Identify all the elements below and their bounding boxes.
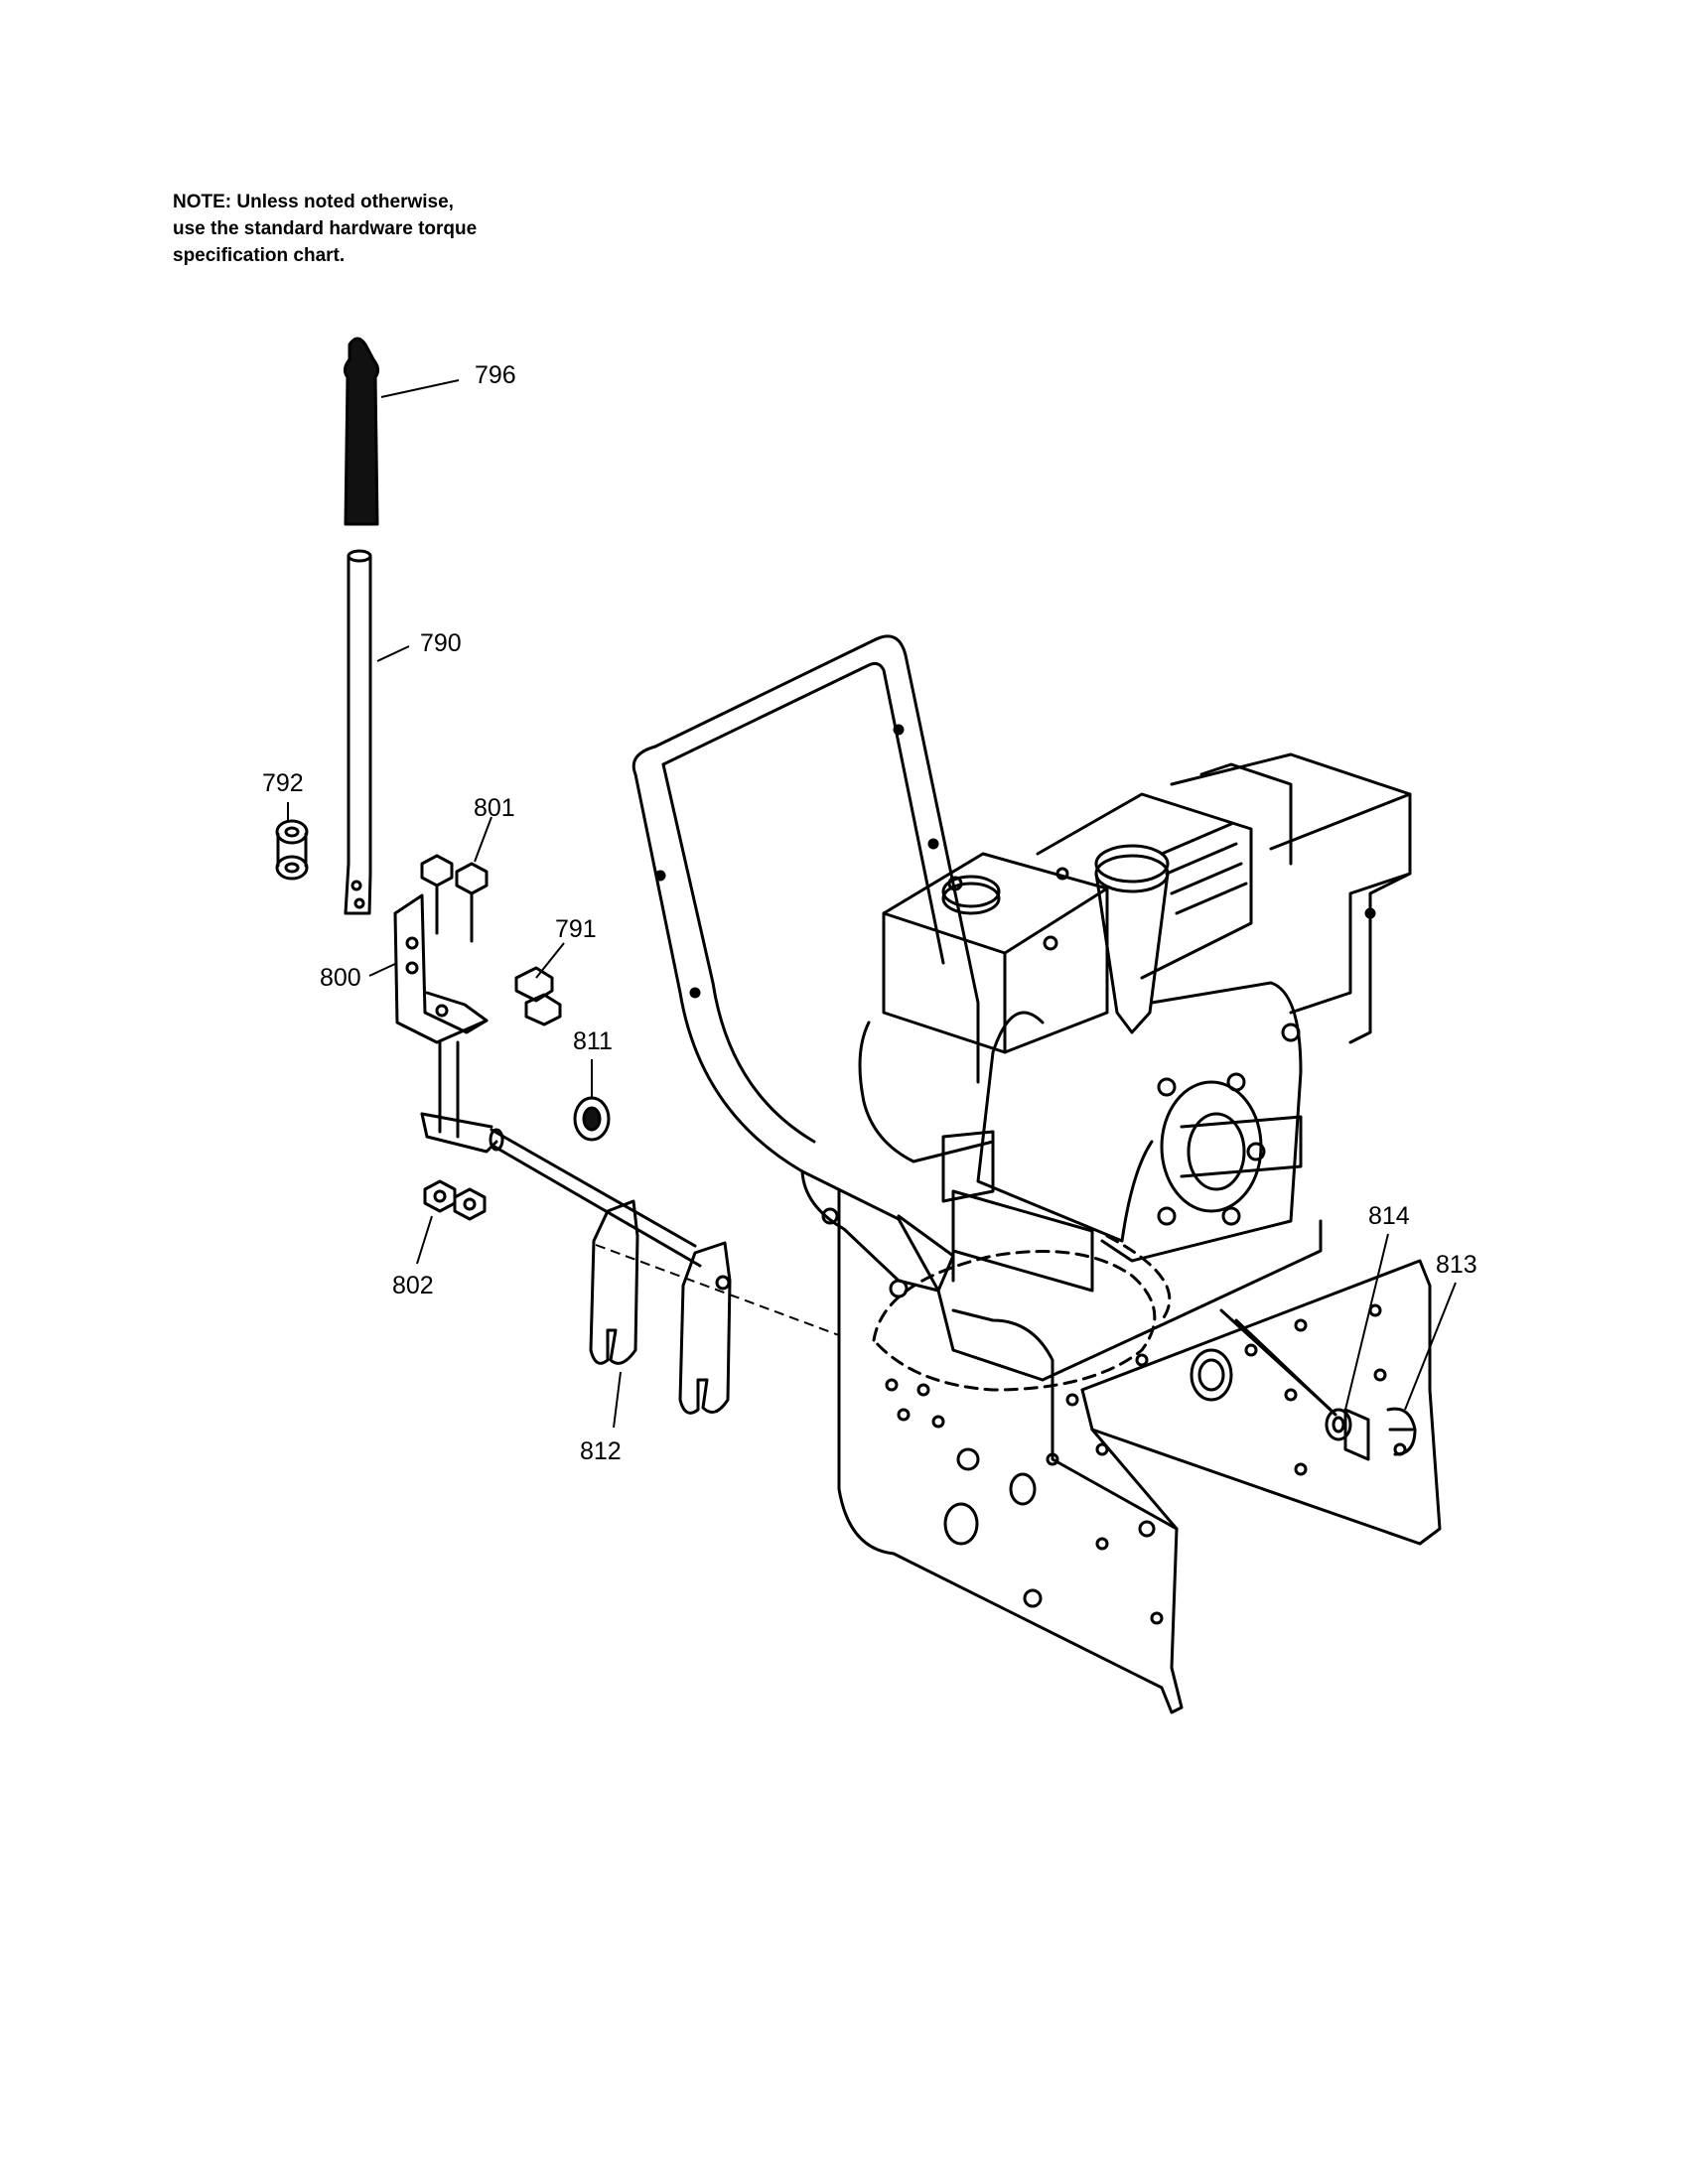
callout-801: 801 <box>474 794 515 822</box>
spacer-part <box>275 819 309 881</box>
bearing-part <box>573 1096 611 1142</box>
callout-labels: 796 790 792 801 791 800 811 802 812 814 … <box>262 361 1477 1465</box>
nut-part <box>423 1179 487 1221</box>
shift-fork-part <box>589 1199 732 1415</box>
shift-rod-part <box>344 549 372 915</box>
callout-792: 792 <box>262 769 304 797</box>
callout-800: 800 <box>320 964 361 992</box>
callout-802: 802 <box>392 1272 434 1299</box>
note-line-3: specification chart. <box>173 245 346 266</box>
callout-796: 796 <box>475 361 516 389</box>
callout-813: 813 <box>1436 1251 1477 1279</box>
shift-bracket-part <box>393 893 489 1044</box>
bolt-part <box>514 966 562 1026</box>
shift-link-part <box>420 1040 702 1268</box>
rear-plate-part <box>1269 792 1412 1044</box>
torque-note: NOTE: Unless noted otherwise, use the st… <box>173 189 590 269</box>
callout-791: 791 <box>555 915 597 943</box>
clip-part <box>1343 1407 1417 1461</box>
note-line-1: NOTE: Unless noted otherwise, <box>173 192 454 212</box>
callout-811: 811 <box>573 1027 613 1055</box>
callout-790: 790 <box>420 629 462 657</box>
bolt-part <box>420 854 489 943</box>
callout-814: 814 <box>1368 1202 1410 1230</box>
note-line-2: use the standard hardware torque <box>173 218 478 239</box>
engine-part <box>858 752 1412 1293</box>
shift-knob-part <box>343 337 380 526</box>
leader-lines <box>287 379 1457 1429</box>
washer-part <box>1325 1408 1352 1441</box>
frame-plate-part <box>837 1189 1442 1714</box>
callout-812: 812 <box>580 1437 622 1465</box>
handle-frame-part <box>632 634 980 1298</box>
